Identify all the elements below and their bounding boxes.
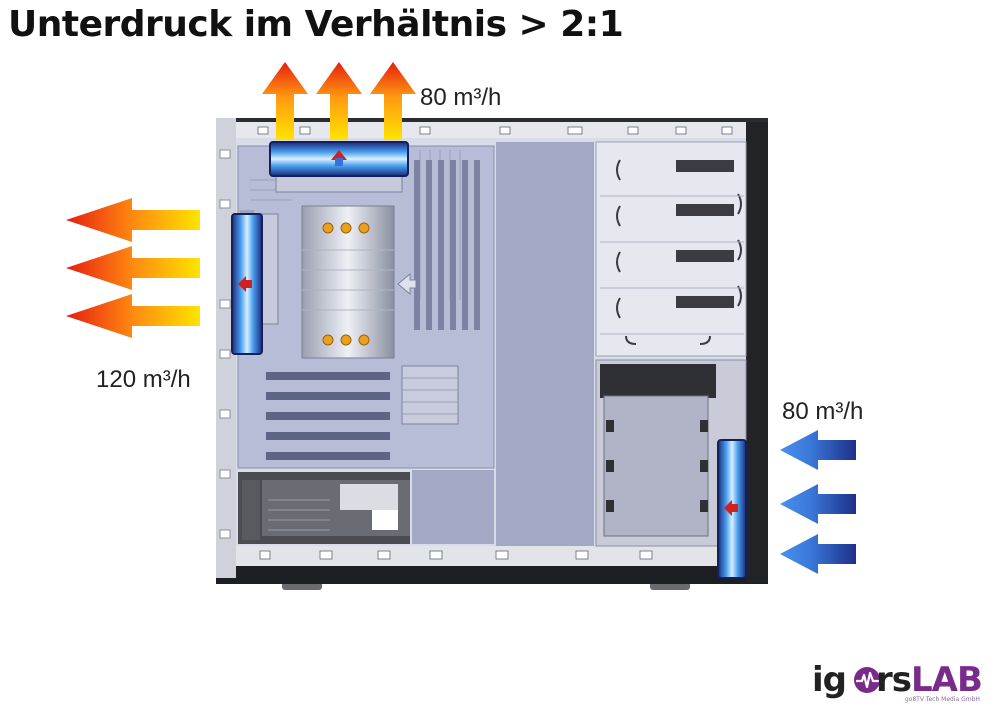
logo-pulse-icon <box>854 667 880 693</box>
rear-exhaust-label: 120 m³/h <box>96 366 191 393</box>
drive-cage-upper <box>595 141 747 357</box>
power-supply <box>238 472 410 544</box>
exhaust-arrow-left <box>66 198 200 242</box>
front-intake-label: 80 m³/h <box>782 398 864 425</box>
top-exhaust-arrows <box>262 62 416 140</box>
intake-arrow-left <box>780 534 856 574</box>
top-exhaust-label: 80 m³/h <box>420 84 502 111</box>
exhaust-arrow-up <box>370 62 416 140</box>
rear-fan <box>231 213 263 355</box>
logo-text-main: ig <box>812 660 847 700</box>
drive-cage-lower <box>595 359 747 547</box>
intake-arrow-left <box>780 484 856 524</box>
rear-exhaust-arrows <box>66 198 200 338</box>
exhaust-arrow-left <box>66 294 200 338</box>
exhaust-arrow-up <box>316 62 362 140</box>
logo-subtitle: go8TV Tech Media GmbH <box>904 696 980 703</box>
front-intake-arrows <box>780 430 856 574</box>
page-title: Unterdruck im Verhältnis > 2:1 <box>8 4 624 45</box>
motherboard <box>237 145 495 469</box>
logo-text-lab: LAB <box>911 660 983 700</box>
heatpipe-caps <box>322 222 370 346</box>
front-fan <box>717 439 747 579</box>
chipset-heatsink <box>401 365 459 425</box>
intake-arrow-left <box>780 430 856 470</box>
front-panel <box>746 122 768 582</box>
tray-cutout <box>496 142 594 546</box>
top-fan <box>269 141 409 177</box>
logo-text-mid: rs <box>876 660 912 700</box>
exhaust-arrow-left <box>66 246 200 290</box>
exhaust-arrow-up <box>262 62 308 140</box>
